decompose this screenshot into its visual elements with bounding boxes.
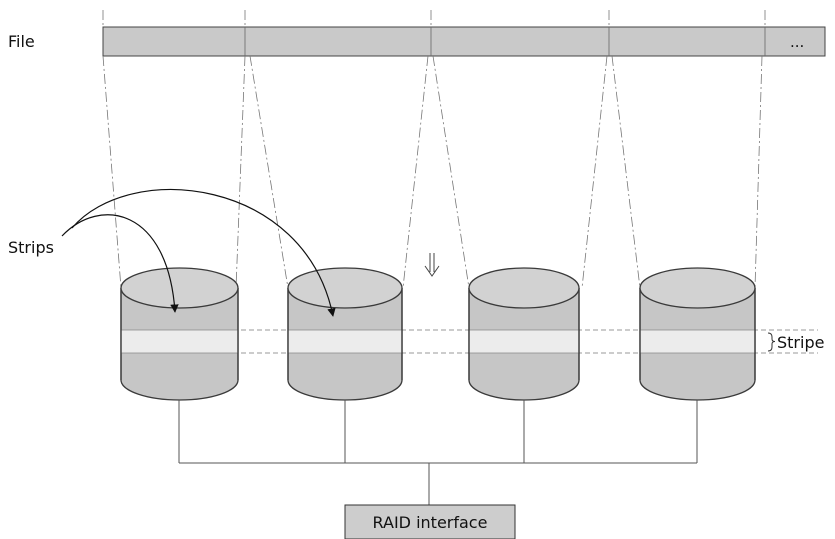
- raid-interface-box: [344, 504, 516, 539]
- strips-label: Strips: [8, 238, 54, 257]
- file-ellipsis: ...: [790, 33, 804, 51]
- file-label: File: [8, 32, 35, 51]
- disk-1: [120, 267, 239, 401]
- stripe-brace: [767, 332, 776, 352]
- projection-lines: [102, 10, 766, 289]
- down-arrow-icon: [424, 253, 440, 277]
- raid-interface-label: RAID interface: [373, 513, 488, 532]
- strip-arrow-1: [61, 214, 179, 313]
- disk-2: [287, 267, 403, 401]
- disk-bus: [178, 400, 698, 505]
- disk-4: [639, 267, 756, 401]
- disk-3: [468, 267, 580, 401]
- strip-arrow-2: [71, 189, 336, 317]
- stripe-label: Stripe: [777, 333, 824, 352]
- file-bar: [102, 26, 826, 57]
